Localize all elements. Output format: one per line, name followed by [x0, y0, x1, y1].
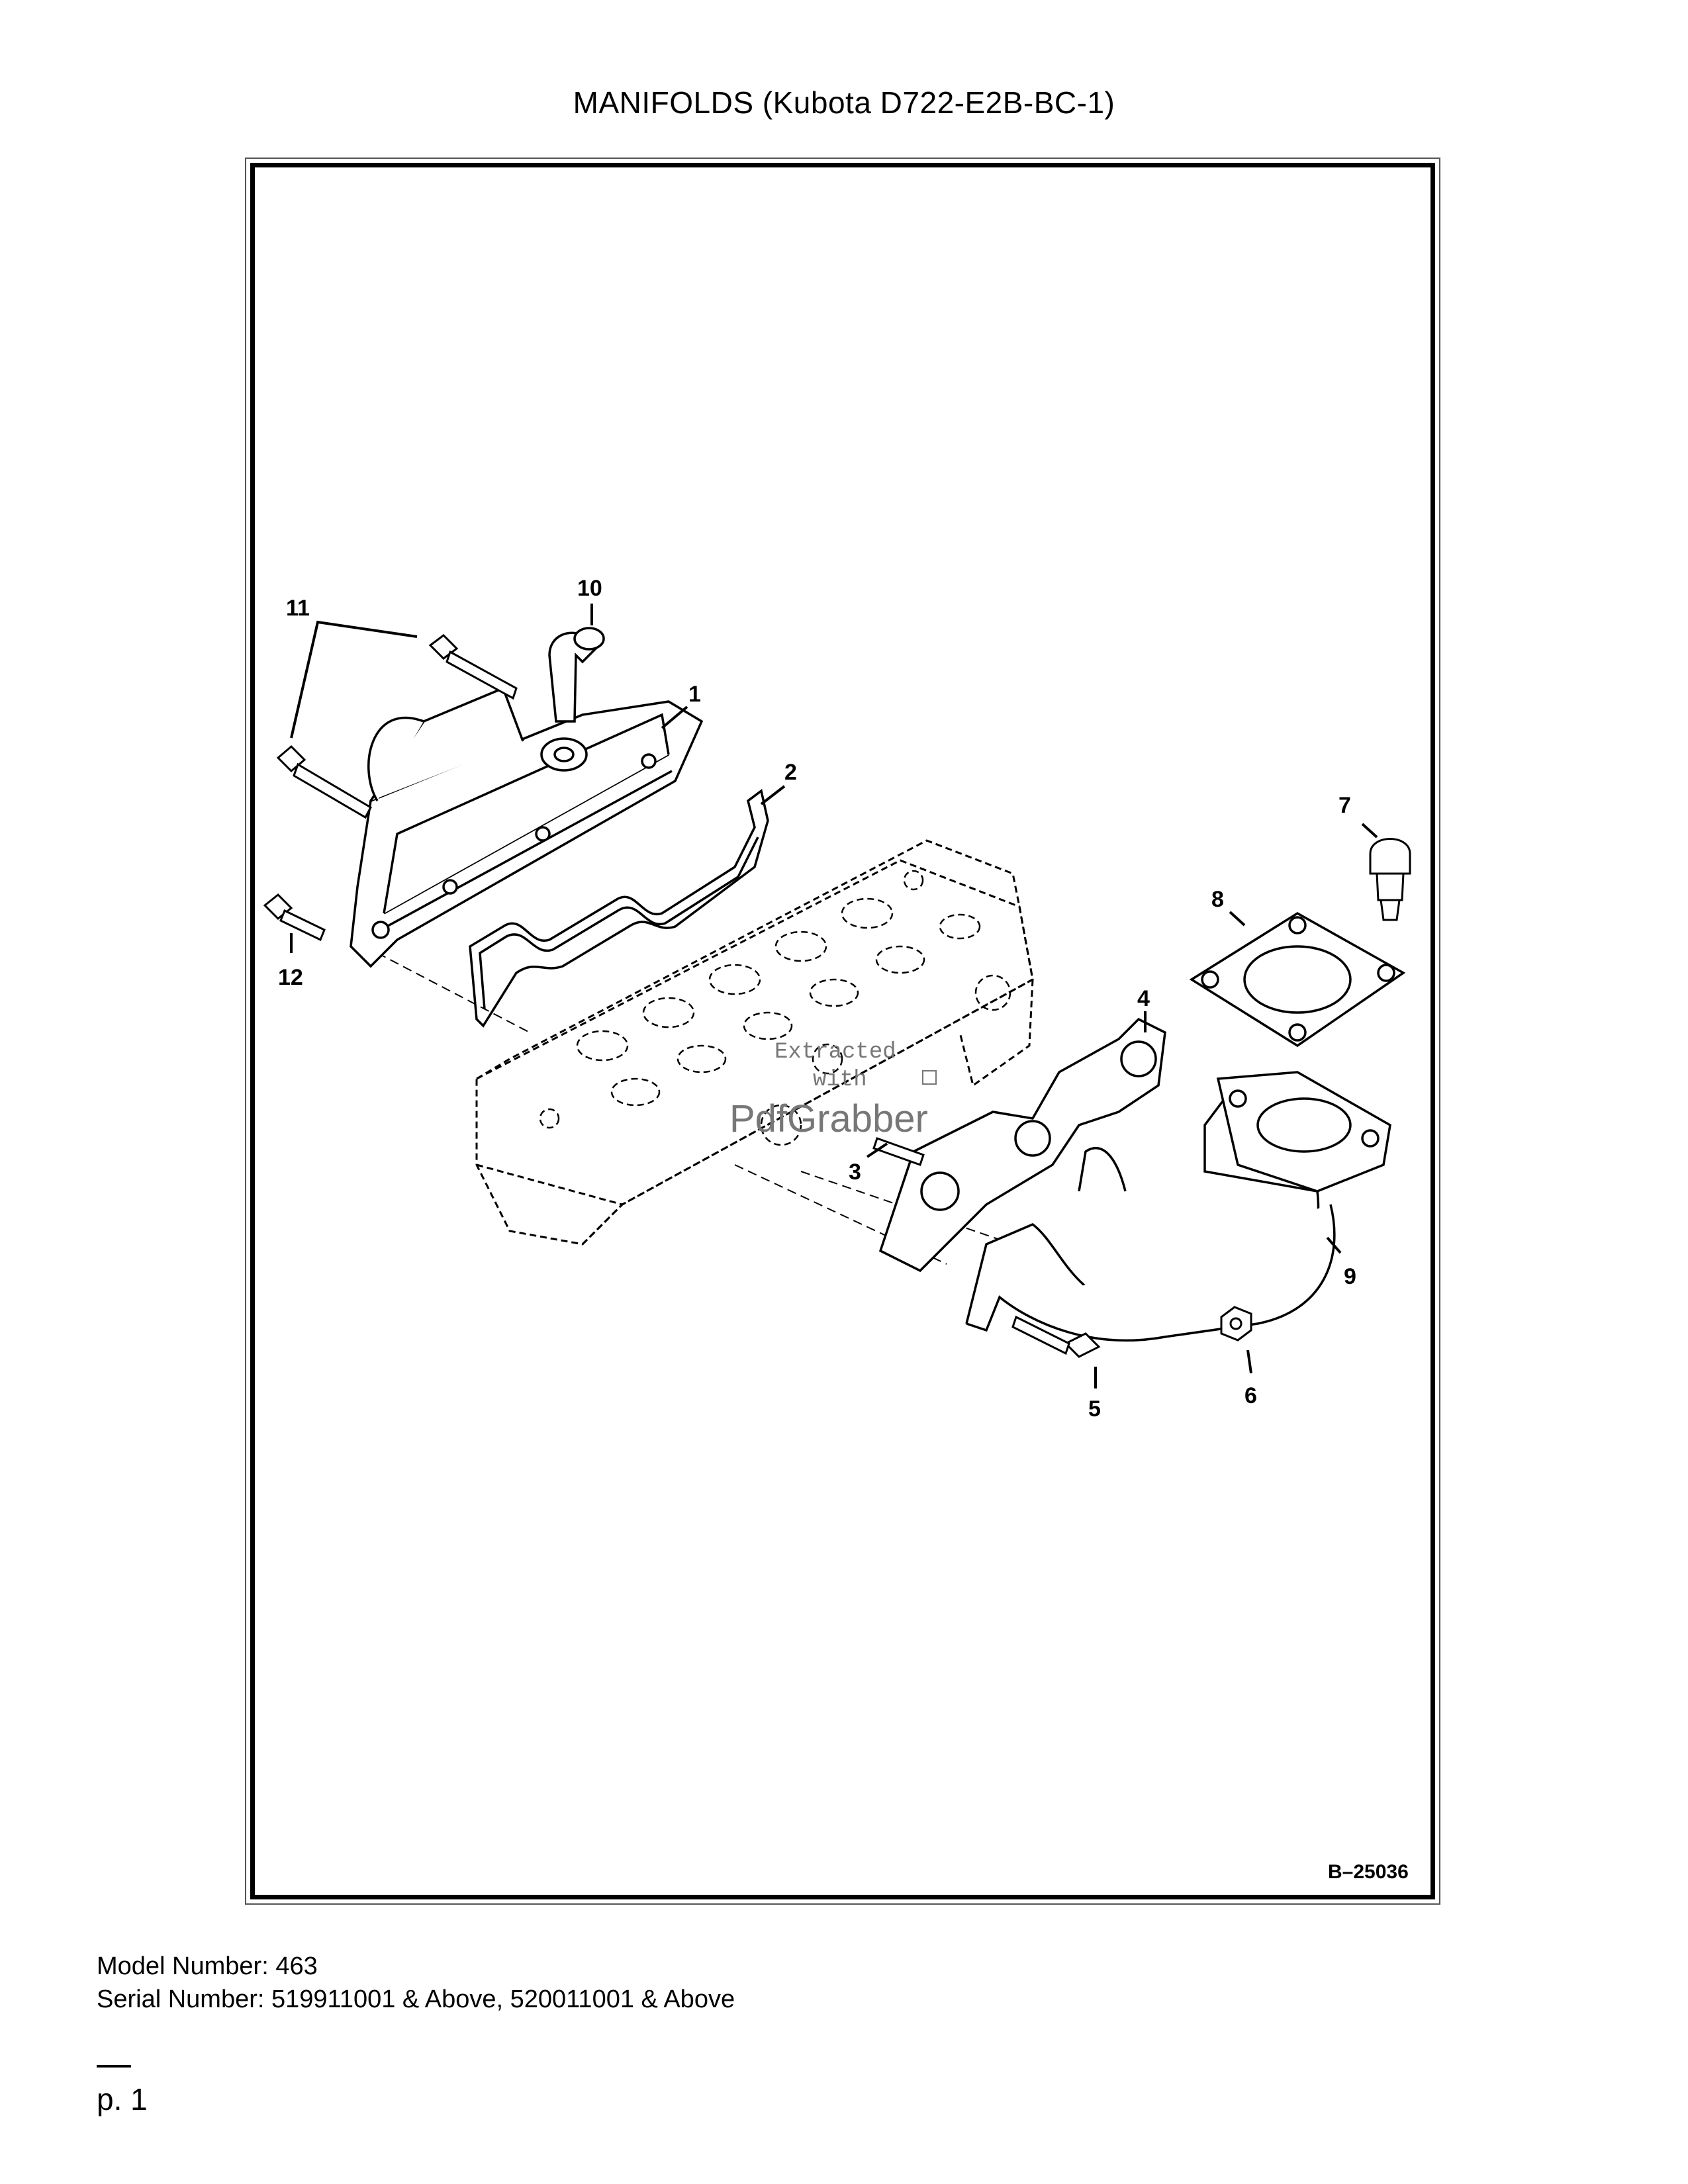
flange-gasket	[1189, 911, 1406, 1048]
sensor-plug	[1369, 838, 1411, 921]
bolt-12	[263, 893, 326, 942]
nut-6	[1220, 1306, 1252, 1342]
intake-manifold	[350, 686, 704, 968]
pdfgrabber-watermark: Extracted with PdfGrabber	[729, 1040, 937, 1140]
callout-4: 4	[1137, 986, 1150, 1011]
watermark-line-3: PdfGrabber	[729, 1097, 928, 1140]
callout-3: 3	[849, 1160, 861, 1185]
callout-leaders	[290, 604, 1378, 1388]
callout-10: 10	[577, 576, 602, 601]
watermark-line-1: Extracted	[774, 1040, 896, 1065]
footer-dash	[97, 2065, 131, 2068]
diagram-frame	[250, 163, 1435, 1899]
exhaust-manifold	[965, 1071, 1391, 1342]
intake-gasket	[469, 788, 769, 1028]
callout-8: 8	[1211, 887, 1224, 912]
callout-2: 2	[784, 760, 797, 785]
exhaust-gasket	[878, 1017, 1166, 1273]
figure-code: B–25036	[1328, 1861, 1409, 1883]
callout-6: 6	[1244, 1383, 1257, 1408]
cylinder-head	[475, 839, 1034, 1246]
diagram-frame-outer	[245, 158, 1440, 1905]
callout-12: 12	[278, 965, 303, 990]
callout-7: 7	[1338, 793, 1351, 818]
page-number: p. 1	[97, 2082, 148, 2116]
callout-1: 1	[688, 682, 701, 707]
watermark-box-icon	[922, 1070, 937, 1085]
watermark-line-2: with	[813, 1068, 867, 1093]
bolt-5	[1011, 1315, 1101, 1358]
callout-11: 11	[286, 596, 310, 621]
model-number: Model Number: 463	[97, 1952, 318, 1980]
breather-elbow	[540, 627, 605, 772]
serial-number: Serial Number: 519911001 & Above, 520011…	[97, 1985, 735, 2013]
callout-9: 9	[1344, 1264, 1356, 1289]
callout-numbers: 1 2 3 4 5 6 7 8 9 10 11 12	[278, 576, 1356, 1422]
callout-5: 5	[1088, 1396, 1101, 1422]
page-title: MANIFOLDS (Kubota D722-E2B-BC-1)	[573, 85, 1115, 120]
bolts-11	[276, 634, 518, 819]
stud-3	[872, 1137, 925, 1166]
